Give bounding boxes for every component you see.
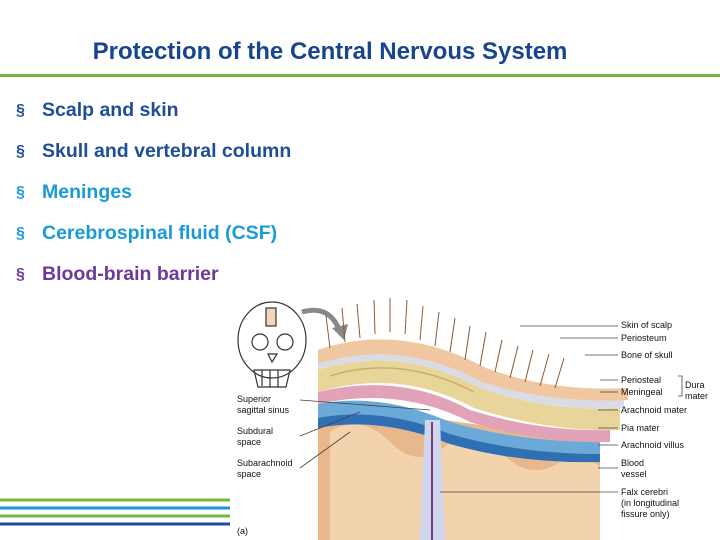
bullet-item: § Meninges	[16, 172, 291, 213]
label-blood-vessel: Blood vessel	[621, 458, 647, 479]
title-divider	[0, 74, 720, 77]
label-falx-cerebri: Falx cerebri (in longitudinal fissure on…	[621, 487, 680, 519]
label-subdural-space: Subdural space	[237, 426, 274, 447]
bullet-item: § Scalp and skin	[16, 90, 291, 131]
bullet-text: Cerebrospinal fluid (CSF)	[42, 222, 278, 244]
bullet-text: Scalp and skin	[42, 99, 179, 121]
bullet-marker: §	[16, 224, 25, 242]
bullet-item: § Cerebrospinal fluid (CSF)	[16, 213, 291, 254]
label-subarachnoid-space: Subarachnoid space	[237, 458, 293, 479]
label-superior-sagittal-sinus: Superior sagittal sinus	[237, 394, 290, 415]
tissue-block	[299, 298, 683, 540]
meninges-illustration	[0, 298, 683, 540]
bullet-marker: §	[16, 101, 25, 119]
bullet-text: Meninges	[42, 181, 132, 203]
decorative-lines	[0, 498, 230, 526]
meninges-figure: Superior sagittal sinus Subdural space S…	[0, 292, 720, 540]
label-dura-mater: Dura mater	[685, 380, 709, 401]
slide-title: Protection of the Central Nervous System	[92, 38, 568, 65]
label-bone-of-skull: Bone of skull	[621, 350, 673, 360]
bullet-list: § Scalp and skin § Skull and vertebral c…	[16, 90, 291, 295]
bullet-marker: §	[16, 265, 25, 283]
panel-label: (a)	[237, 526, 248, 536]
label-skin-of-scalp: Skin of scalp	[621, 320, 673, 330]
bullet-item: § Blood-brain barrier	[16, 254, 291, 295]
skull-icon	[237, 301, 307, 388]
bullet-text: Blood-brain barrier	[42, 263, 219, 285]
bullet-item: § Skull and vertebral column	[16, 131, 291, 172]
label-meningeal: Meningeal	[621, 387, 663, 397]
bullet-marker: §	[16, 142, 25, 160]
label-periosteal: Periosteal	[621, 375, 662, 385]
bullet-marker: §	[16, 183, 25, 201]
label-arachnoid-mater: Arachnoid mater	[621, 405, 688, 415]
label-periosteum: Periosteum	[621, 333, 667, 343]
label-pia-mater: Pia mater	[621, 423, 660, 433]
arrow-icon	[301, 307, 348, 340]
bullet-text: Skull and vertebral column	[42, 140, 292, 162]
label-arachnoid-villus: Arachnoid villus	[621, 440, 685, 450]
